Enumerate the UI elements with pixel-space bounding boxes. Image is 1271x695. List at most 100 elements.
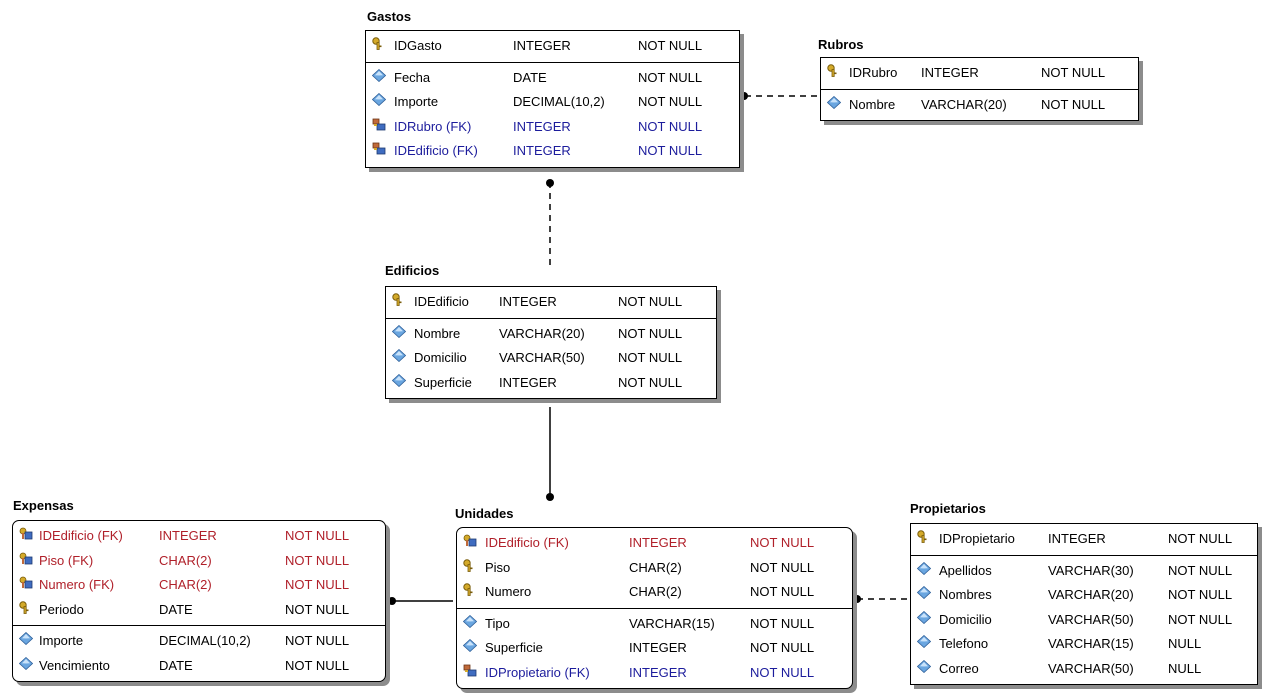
foreign-key-icon: [463, 661, 477, 676]
column-name: Superficie: [414, 374, 472, 390]
column-type: INTEGER: [629, 535, 687, 550]
rel-edificios-gastos-dot: [546, 179, 554, 187]
column-name: Telefono: [939, 636, 989, 651]
column-name: Domicilio: [414, 350, 467, 365]
foreign-key-pk-icon: [19, 549, 33, 564]
attribute-icon: [462, 636, 478, 653]
column-type: CHAR(2): [159, 552, 212, 568]
attribute-icon: [18, 654, 34, 670]
column-name: Fecha: [394, 69, 431, 85]
column-type: CHAR(2): [159, 577, 212, 592]
entity-title-gastos: Gastos: [367, 9, 412, 24]
column-nullability: NOT NULL: [1168, 587, 1233, 602]
column-type: VARCHAR(50): [1048, 611, 1134, 627]
rel-propietarios-unidades-dot: [853, 595, 861, 603]
foreign-key-pk-icon: [463, 531, 477, 547]
column-type: VARCHAR(20): [1048, 587, 1134, 602]
column-type: INTEGER: [499, 374, 557, 390]
attribute-icon: [916, 657, 932, 673]
attribute-icon: [916, 583, 932, 600]
column-row[interactable]: Nombres VARCHAR(20) NOT NULL: [911, 583, 1257, 608]
entity-title-propietarios: Propietarios: [910, 501, 986, 516]
column-nullability: NOT NULL: [285, 657, 350, 673]
attribute-icon: [916, 632, 932, 649]
foreign-key-icon: [372, 115, 386, 130]
column-name: Superficie: [485, 640, 543, 655]
column-name: IDEdificio: [414, 294, 469, 309]
key-icon: [372, 34, 386, 50]
column-name: Importe: [394, 94, 439, 109]
foreign-key-pk-icon: [19, 573, 33, 589]
column-type: DATE: [513, 69, 547, 85]
column-name: IDGasto: [394, 38, 442, 53]
attribute-icon: [391, 322, 407, 338]
column-name: Importe: [39, 633, 84, 648]
column-name: IDEdificio (FK): [394, 143, 478, 158]
column-nullability: NOT NULL: [750, 615, 815, 631]
column-type: CHAR(2): [629, 559, 682, 575]
rel-unidades-expensas-dot: [388, 597, 396, 605]
column-name: Numero: [485, 584, 532, 599]
column-nullability: NOT NULL: [1041, 96, 1106, 112]
column-nullability: NOT NULL: [285, 633, 350, 648]
column-row[interactable]: Piso (FK)CHAR(2)NOT NULL: [13, 549, 385, 574]
column-name: IDPropietario: [939, 531, 1015, 546]
column-nullability: NOT NULL: [638, 38, 703, 53]
key-icon: [19, 598, 33, 614]
column-type: VARCHAR(15): [629, 615, 715, 631]
foreign-key-icon: [372, 139, 386, 155]
attribute-icon: [18, 629, 34, 646]
column-nullability: NULL: [1168, 636, 1202, 651]
column-name: Piso: [485, 559, 511, 575]
column-nullability: NOT NULL: [1168, 611, 1233, 627]
column-name: Periodo: [39, 601, 84, 617]
column-nullability: NOT NULL: [1041, 65, 1106, 80]
column-row[interactable]: Numero (FK)CHAR(2)NOT NULL: [13, 573, 385, 598]
entity-title-expensas: Expensas: [13, 498, 74, 513]
column-name: Nombre: [849, 96, 896, 112]
column-nullability: NOT NULL: [1168, 562, 1233, 578]
rel-edificios-unidades-dot: [546, 493, 554, 501]
column-name: Nombres: [939, 587, 992, 602]
